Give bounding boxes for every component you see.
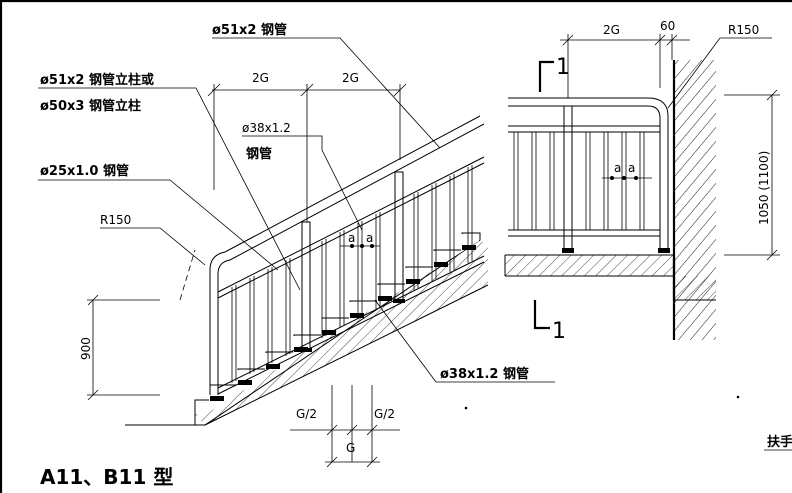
baluster-pipe-word-label: 钢管 xyxy=(246,146,272,162)
height-left-label: 900 xyxy=(79,337,93,360)
spacing-2g-b-label: 2G xyxy=(342,71,359,85)
right-floor-slab xyxy=(504,254,716,301)
radius-left-label: R150 xyxy=(100,213,131,227)
spacing-a3-label: a xyxy=(614,161,621,175)
stray-dot xyxy=(464,406,468,410)
handrail-top-pipe xyxy=(209,115,485,395)
spacing-a1-label: a xyxy=(348,231,355,245)
rail-pipe-label: ø25x1.0 钢管 xyxy=(40,163,129,179)
radius-right-label: R150 xyxy=(728,23,759,37)
left-dimensions xyxy=(87,83,407,468)
g-label: G xyxy=(346,441,355,455)
bottom-pipe-label: ø38x1.2 钢管 xyxy=(440,366,529,382)
half-g-left-label: G/2 xyxy=(296,407,317,421)
spacing-2g-a-label: 2G xyxy=(252,71,269,85)
spacing-a2-label: a xyxy=(366,231,373,245)
section-marker-bottom xyxy=(533,300,550,330)
height-right-label: 1050 (1100) xyxy=(757,151,771,225)
section-marker-top-label: 1 xyxy=(556,55,570,80)
drawing-title: A11、B11 型 xyxy=(40,465,173,489)
post-option1-label: ø51x2 钢管立柱或 xyxy=(40,72,154,88)
spacing-a4-label: a xyxy=(628,161,635,175)
top-pipe-label: ø51x2 钢管 xyxy=(212,22,287,38)
right-dimensions xyxy=(560,34,780,261)
lower-rail xyxy=(217,156,485,395)
cut-off-label: 扶手 xyxy=(767,434,792,450)
railing-posts xyxy=(300,171,405,352)
left-leaders xyxy=(38,37,555,383)
section-marker-bottom-label: 1 xyxy=(552,319,566,344)
baluster-pipe-size-label: ø38x1.2 xyxy=(242,121,291,135)
post-option2-label: ø50x3 钢管立柱 xyxy=(40,98,141,114)
spacing-60-label: 60 xyxy=(660,19,675,33)
railing-balusters xyxy=(231,165,473,383)
right-railing xyxy=(508,97,670,253)
stray-dot xyxy=(736,395,740,399)
half-g-right-label: G/2 xyxy=(374,407,395,421)
spacing-2g-right-label: 2G xyxy=(603,23,620,37)
section-marker-top xyxy=(538,60,554,92)
stair-concrete-slab xyxy=(125,232,489,426)
